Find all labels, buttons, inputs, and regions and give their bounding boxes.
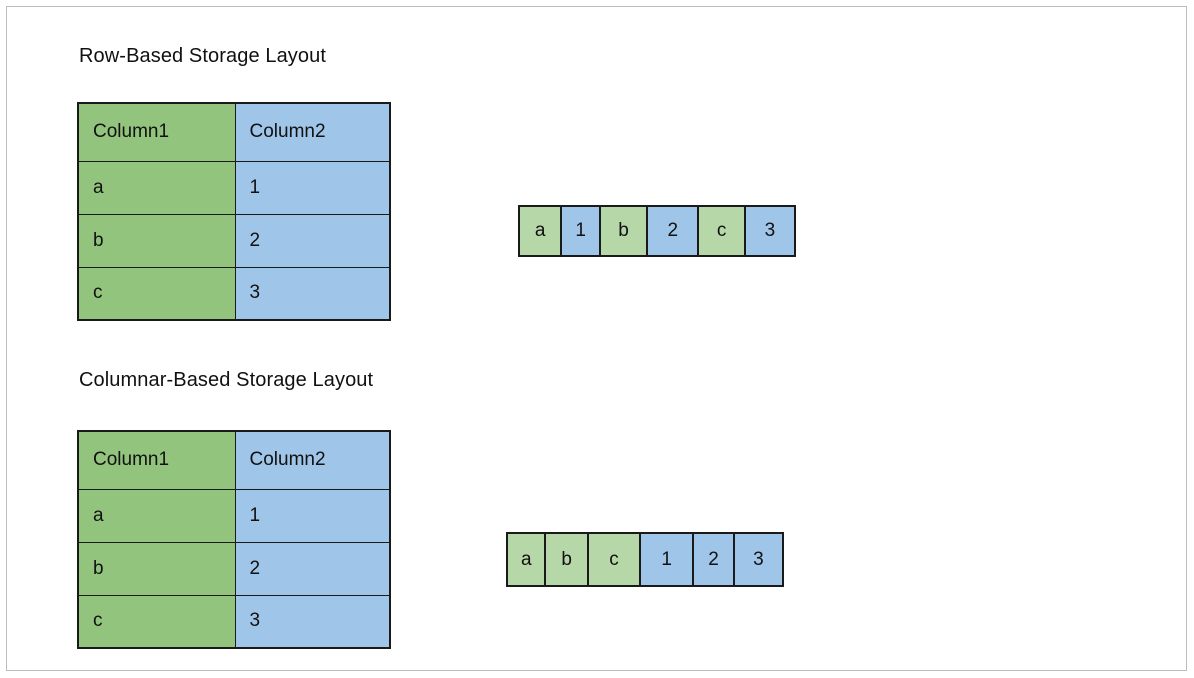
strip-cell: 3 <box>745 207 794 255</box>
table-cell: 3 <box>234 594 391 649</box>
table-header-cell-column2: Column2 <box>234 102 391 162</box>
table-header-cell-column1: Column1 <box>77 430 236 490</box>
table-cell: 1 <box>234 488 391 543</box>
strip-cell: 2 <box>694 534 735 585</box>
table-cell: c <box>77 594 236 649</box>
strip-cell: a <box>508 534 547 585</box>
table-row: a 1 <box>77 488 391 543</box>
table-cell: 3 <box>234 266 391 321</box>
table-cell: b <box>77 541 236 596</box>
columnar-based-section-title: Columnar-Based Storage Layout <box>79 369 374 391</box>
table-row: a 1 <box>77 160 391 215</box>
strip-cell: a <box>520 207 563 255</box>
table-cell: c <box>77 266 236 321</box>
columnar-based-table: Column1 Column2 a 1 b 2 c 3 <box>77 430 391 649</box>
row-based-section-title: Row-Based Storage Layout <box>79 45 326 67</box>
strip-cell: b <box>546 534 589 585</box>
table-row: b 2 <box>77 213 391 268</box>
table-header-cell-column2: Column2 <box>234 430 391 490</box>
table-cell: b <box>77 213 236 268</box>
table-cell: 2 <box>234 213 391 268</box>
row-based-table: Column1 Column2 a 1 b 2 c 3 <box>77 102 391 321</box>
table-cell: 2 <box>234 541 391 596</box>
table-header-row: Column1 Column2 <box>77 102 391 162</box>
table-header-row: Column1 Column2 <box>77 430 391 490</box>
strip-cell: 1 <box>562 207 601 255</box>
columnar-based-storage-strip: a b c 1 2 3 <box>506 532 784 587</box>
strip-cell: 2 <box>648 207 700 255</box>
row-based-storage-strip: a 1 b 2 c 3 <box>518 205 796 257</box>
table-cell: 1 <box>234 160 391 215</box>
table-header-cell-column1: Column1 <box>77 102 236 162</box>
table-row: c 3 <box>77 594 391 649</box>
table-cell: a <box>77 488 236 543</box>
strip-cell: c <box>588 534 642 585</box>
table-cell: a <box>77 160 236 215</box>
strip-cell: 1 <box>641 534 695 585</box>
strip-cell: b <box>600 207 649 255</box>
table-row: c 3 <box>77 266 391 321</box>
table-row: b 2 <box>77 541 391 596</box>
strip-cell: c <box>699 207 746 255</box>
strip-cell: 3 <box>734 534 782 585</box>
